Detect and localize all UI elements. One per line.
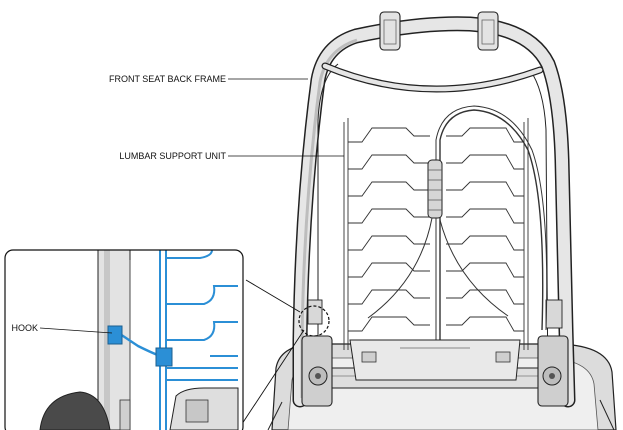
callout-hook: HOOK bbox=[11, 323, 113, 334]
lumbar-spring-left bbox=[348, 262, 430, 278]
lumbar-spring-left bbox=[348, 208, 430, 224]
lumbar-spring-right bbox=[446, 262, 524, 278]
lumbar-spring-right bbox=[446, 235, 524, 251]
lumbar-spring-right bbox=[446, 208, 524, 224]
lumbar-spring-right bbox=[446, 289, 524, 305]
lumbar-spring-left bbox=[348, 316, 430, 332]
lumbar-support-unit bbox=[343, 105, 548, 381]
lumbar-spring-left bbox=[348, 154, 430, 170]
lumbar-spring-right bbox=[446, 316, 524, 332]
lumbar-spring-right bbox=[446, 154, 524, 170]
lumbar-spring-left bbox=[348, 127, 430, 143]
seat-back-assembly bbox=[267, 11, 617, 430]
lumbar-spring-left bbox=[348, 235, 430, 251]
hook-detail-inset bbox=[4, 249, 305, 430]
callout-front-seat-back-frame: FRONT SEAT BACK FRAME bbox=[109, 74, 308, 84]
front-seat-back-frame bbox=[292, 11, 576, 408]
label-front-seat-back-frame: FRONT SEAT BACK FRAME bbox=[109, 74, 226, 84]
hook-location-callout bbox=[298, 305, 330, 337]
lumbar-spring-left bbox=[348, 289, 430, 305]
label-hook: HOOK bbox=[11, 323, 38, 333]
label-lumbar-support-unit: LUMBAR SUPPORT UNIT bbox=[119, 151, 226, 161]
lumbar-spring-right bbox=[446, 181, 524, 197]
lumbar-spring-right bbox=[446, 127, 524, 143]
callout-lumbar-support-unit: LUMBAR SUPPORT UNIT bbox=[119, 151, 344, 161]
lumbar-spring-left bbox=[348, 181, 430, 197]
